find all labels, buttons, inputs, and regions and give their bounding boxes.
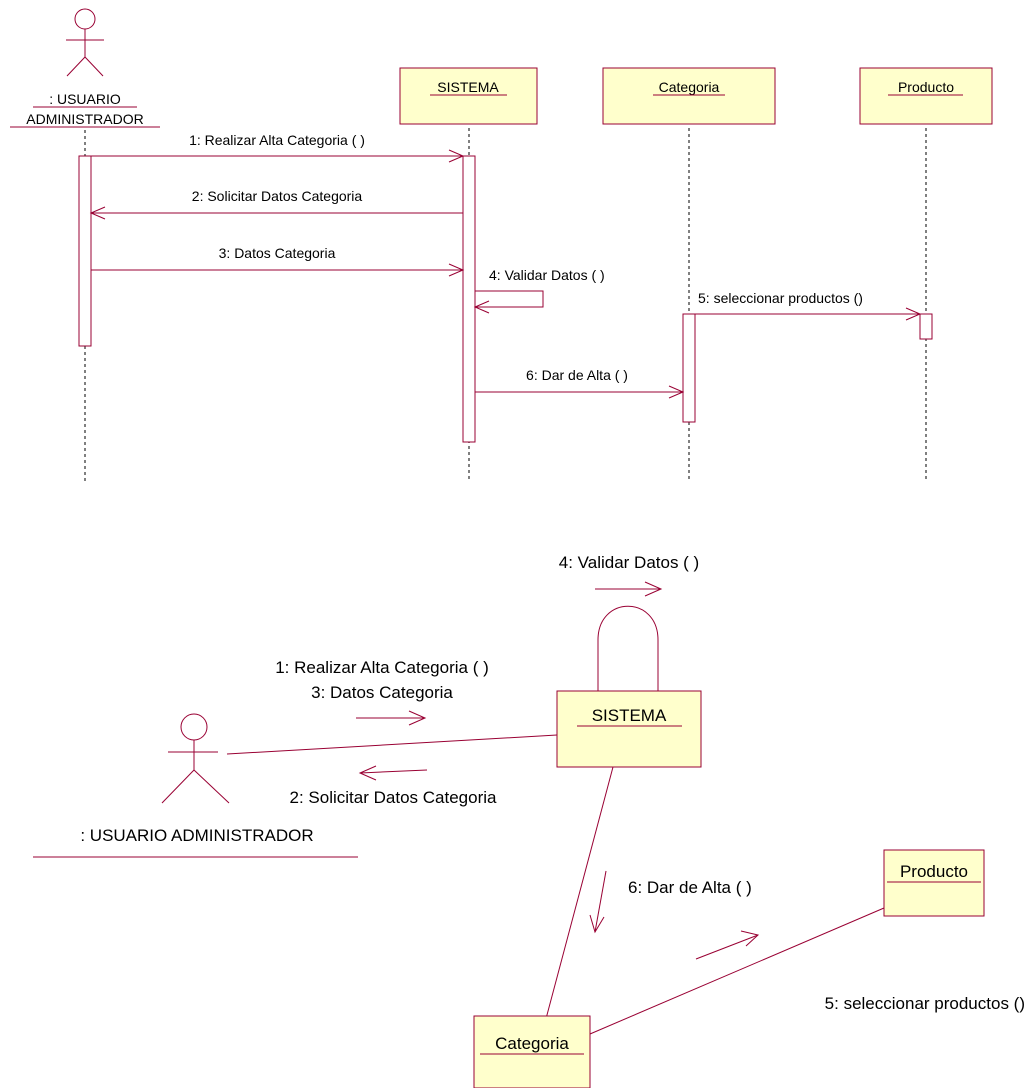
- association-sistema-categoria: [538, 766, 614, 1046]
- sequence-object-categoria[interactable]: Categoria: [602, 67, 776, 125]
- sequence-object-categoria-label: Categoria: [659, 79, 720, 95]
- collaboration-message-5-label: 5: seleccionar productos (): [825, 994, 1025, 1013]
- collaboration-message-6-label: 6: Dar de Alta ( ): [628, 878, 752, 897]
- collaboration-actor-icon: [161, 713, 230, 804]
- sequence-activations: [78, 155, 933, 443]
- sequence-message-1-label: 1: Realizar Alta Categoria ( ): [189, 132, 365, 148]
- sequence-actor-label-line1: : USUARIO: [49, 91, 121, 107]
- sequence-diagram: : USUARIO ADMINISTRADOR SISTEMA Categori…: [10, 8, 993, 482]
- association-categoria-producto: [589, 907, 885, 1035]
- sequence-message-6-label: 6: Dar de Alta ( ): [526, 367, 628, 383]
- collaboration-message-4-label: 4: Validar Datos ( ): [559, 553, 699, 572]
- sequence-message-3: 3: Datos Categoria: [91, 245, 465, 277]
- collaboration-message-2: 2: Solicitar Datos Categoria: [290, 765, 497, 807]
- collaboration-object-categoria-label: Categoria: [495, 1034, 569, 1053]
- sequence-message-4-label: 4: Validar Datos ( ): [489, 267, 605, 283]
- collaboration-message-3-label: 3: Datos Categoria: [311, 683, 453, 702]
- collaboration-object-sistema[interactable]: SISTEMA: [556, 690, 702, 768]
- collaboration-actor-label: : USUARIO ADMINISTRADOR: [80, 826, 313, 845]
- collaboration-object-producto-label: Producto: [900, 862, 968, 881]
- collaboration-object-producto[interactable]: Producto: [883, 849, 985, 917]
- sequence-message-5-label: 5: seleccionar productos (): [698, 290, 863, 306]
- collaboration-message-2-label: 2: Solicitar Datos Categoria: [290, 788, 497, 807]
- sequence-object-sistema[interactable]: SISTEMA: [399, 67, 538, 125]
- association-actor-sistema: [226, 734, 558, 755]
- collaboration-message-1-label: 1: Realizar Alta Categoria ( ): [275, 658, 489, 677]
- sequence-actor-label-line2: ADMINISTRADOR: [26, 111, 143, 127]
- collaboration-diagram: : USUARIO ADMINISTRADOR SISTEMA Producto…: [33, 553, 1025, 1088]
- collaboration-message-5: 5: seleccionar productos (): [695, 930, 1025, 1013]
- sequence-object-producto[interactable]: Producto: [859, 67, 993, 125]
- sequence-actor-icon: [66, 8, 104, 77]
- sequence-message-5: 5: seleccionar productos (): [695, 290, 922, 321]
- collaboration-message-4: 4: Validar Datos ( ): [559, 553, 699, 597]
- collaboration-message-6-arrow: [594, 870, 607, 933]
- sequence-message-3-label: 3: Datos Categoria: [219, 245, 336, 261]
- sequence-message-2: 2: Solicitar Datos Categoria: [89, 188, 463, 220]
- collaboration-message-2-arrow: [359, 769, 428, 774]
- sequence-message-6: 6: Dar de Alta ( ): [475, 367, 685, 399]
- collaboration-object-sistema-label: SISTEMA: [592, 706, 667, 725]
- collaboration-object-categoria[interactable]: Categoria: [473, 1015, 591, 1088]
- sequence-message-4: 4: Validar Datos ( ): [473, 267, 605, 314]
- association-sistema-self-loop: [597, 605, 659, 691]
- sequence-message-1: 1: Realizar Alta Categoria ( ): [91, 132, 465, 163]
- sequence-object-producto-label: Producto: [898, 79, 954, 95]
- collaboration-message-6: 6: Dar de Alta ( ): [589, 870, 752, 934]
- sequence-message-2-label: 2: Solicitar Datos Categoria: [192, 188, 363, 204]
- sequence-object-sistema-label: SISTEMA: [437, 79, 499, 95]
- collaboration-message-5-arrow: [695, 934, 759, 960]
- collaboration-message-1-3: 1: Realizar Alta Categoria ( ) 3: Datos …: [275, 658, 489, 726]
